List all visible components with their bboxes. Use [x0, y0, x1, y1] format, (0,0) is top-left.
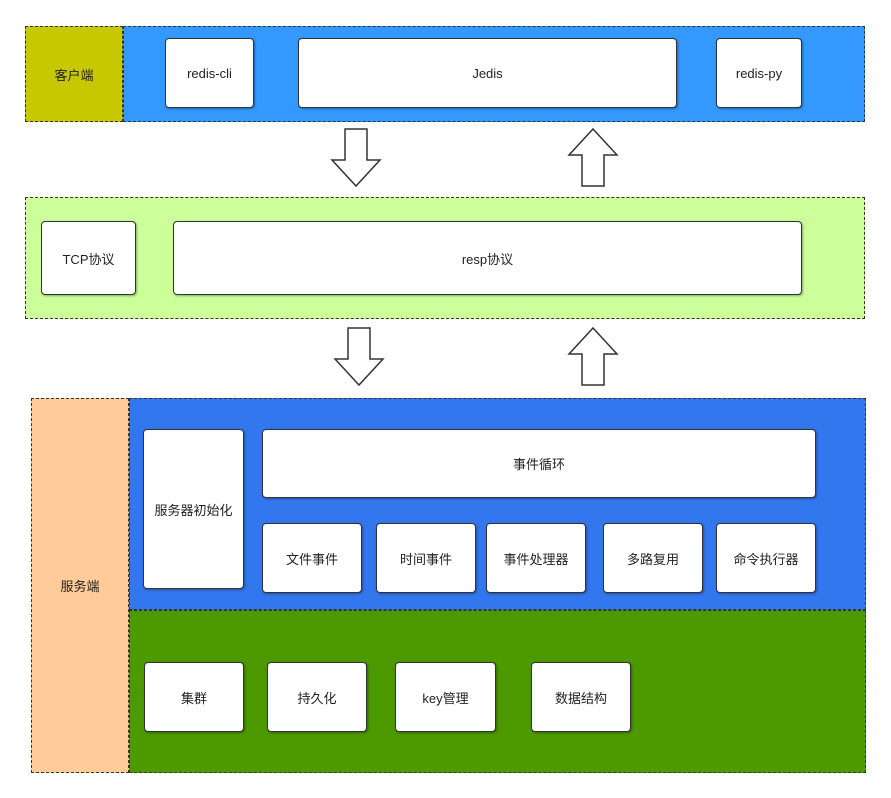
down-arrow-2: [333, 327, 385, 387]
module-box-persistence: 持久化: [267, 662, 367, 732]
client-item-label: redis-py: [735, 65, 783, 81]
event-box-handler: 事件处理器: [486, 523, 586, 593]
module-label: 数据结构: [554, 690, 607, 706]
client-label: 客户端: [54, 67, 94, 83]
event-box-multiplex: 多路复用: [603, 523, 703, 593]
server-init-label: 服务器初始化: [154, 502, 233, 518]
module-label: 持久化: [297, 690, 337, 706]
event-label: 时间事件: [399, 551, 452, 567]
protocol-item-label: resp协议: [461, 251, 514, 267]
server-init-box: 服务器初始化: [143, 429, 244, 589]
module-label: key管理: [422, 690, 469, 706]
server-module-panel: [129, 610, 866, 773]
event-label: 多路复用: [626, 551, 679, 567]
event-loop-label: 事件循环: [512, 457, 565, 472]
server-label: 服务端: [60, 579, 100, 594]
event-label: 命令执行器: [733, 551, 799, 567]
up-arrow-1: [567, 127, 619, 187]
event-box-file: 文件事件: [262, 523, 362, 593]
client-item-jedis: Jedis: [298, 38, 677, 108]
event-loop-box: 事件循环: [262, 429, 816, 498]
client-item-redis-cli: redis-cli: [165, 38, 254, 108]
protocol-item-tcp: TCP协议: [41, 221, 136, 295]
client-label-panel: 客户端: [25, 26, 123, 122]
protocol-item-label: TCP协议: [62, 251, 115, 267]
client-item-label: Jedis: [472, 65, 503, 81]
server-label-panel: 服务端: [31, 398, 129, 773]
event-label: 事件处理器: [503, 551, 569, 567]
event-box-time: 时间事件: [376, 523, 476, 593]
client-item-label: redis-cli: [187, 65, 232, 81]
module-box-data-structure: 数据结构: [531, 662, 631, 732]
client-item-redis-py: redis-py: [716, 38, 802, 108]
event-label: 文件事件: [285, 551, 338, 567]
protocol-item-resp: resp协议: [173, 221, 802, 295]
event-box-command-executor: 命令执行器: [716, 523, 816, 593]
up-arrow-2: [567, 326, 619, 386]
module-box-cluster: 集群: [144, 662, 244, 732]
module-box-key-management: key管理: [395, 662, 496, 732]
module-label: 集群: [180, 690, 207, 706]
down-arrow-1: [330, 128, 382, 188]
